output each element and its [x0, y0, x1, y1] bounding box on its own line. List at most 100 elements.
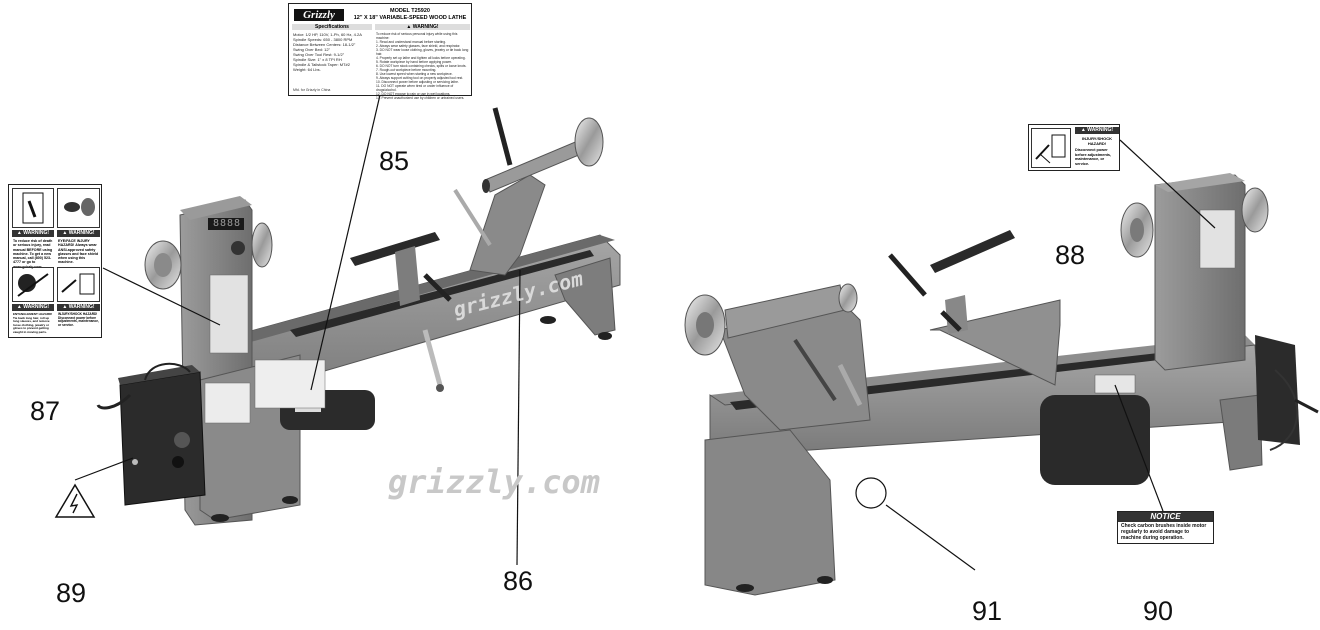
- left-display: [208, 218, 244, 230]
- right-left-leg: [704, 429, 836, 596]
- right-handwheel: [1241, 187, 1269, 233]
- left-tailstock-arm: [453, 188, 492, 247]
- left-power-port: [132, 459, 138, 465]
- right-toolrest-handle: [888, 253, 927, 297]
- warning-line: 11. DO NOT operate when tired or under i…: [376, 84, 454, 92]
- warn-left-head-4-text: WARNING!: [68, 304, 95, 310]
- model-number: MODEL T25920: [390, 8, 430, 14]
- left-toolrest-post: [395, 246, 420, 306]
- right-tailstock-quill: [838, 283, 858, 313]
- safety-glasses-icon: [57, 188, 100, 228]
- warn-left-head-3-text: WARNING!: [23, 304, 50, 310]
- warning-line: To reduce risk of serious personal injur…: [376, 32, 458, 40]
- notice-text: Check carbon brushes inside motor regula…: [1121, 523, 1207, 541]
- leader-86: [516, 269, 521, 566]
- watermark-center: grizzly.com: [388, 463, 600, 501]
- right-headstock: [1154, 174, 1246, 371]
- unplug-icon: [1031, 128, 1071, 168]
- warning-list: To reduce risk of serious personal injur…: [376, 32, 470, 100]
- left-control-box: [119, 371, 206, 506]
- warning-line: 4. Properly set up lathe and tighten all…: [376, 56, 466, 60]
- spec-line: Spindle Speeds: 650 - 3800 RPM: [293, 37, 353, 42]
- unplug-icon: [57, 267, 100, 302]
- speed-display: 8888: [212, 218, 242, 229]
- right-headstock-top: [1155, 173, 1245, 192]
- right-faceplate-hub: [1130, 218, 1144, 242]
- warning-line: 2. Always wear safety glasses, face shie…: [376, 44, 461, 48]
- leader-lines: [74, 94, 1216, 571]
- right-right-leg: [1219, 394, 1263, 471]
- spec-line: Swing Over Bed: 12": [293, 47, 330, 52]
- left-cord-loop: [144, 362, 191, 381]
- left-foot-left: [211, 514, 229, 522]
- warning-label-right: ▲ WARNING! INJURY/SHOCK HAZARD! Disconne…: [1028, 124, 1120, 171]
- spec-line: Weight: 64 Lbs.: [293, 67, 321, 72]
- warning-line: 7. Rough-cut workpiece before mounting.: [376, 68, 437, 72]
- leader-89: [74, 457, 134, 481]
- left-switch2: [172, 456, 184, 468]
- left-tailstock-center: [482, 179, 490, 193]
- warning-line: 3. DO NOT wear loose clothing, gloves, j…: [376, 48, 469, 56]
- left-lock-knob: [436, 384, 444, 392]
- leader-90: [1114, 384, 1164, 512]
- warning-line: 6. DO NOT turn stock containing checks, …: [376, 64, 467, 68]
- left-toolrest: [350, 232, 440, 266]
- warning-line: 8. Use lowest speed when starting a new …: [376, 72, 453, 76]
- right-lathe: [684, 173, 1319, 596]
- right-control-box: [1255, 335, 1300, 445]
- left-lathe: [96, 107, 621, 526]
- spec-line: Swing Over Tool Rest: 9-1/2": [293, 52, 345, 57]
- read-manual-icon: [12, 188, 54, 228]
- right-cord: [1269, 369, 1299, 451]
- plate-warning-heading-text: WARNING!: [412, 24, 439, 30]
- callout-89: 89: [56, 578, 87, 608]
- notice-label: NOTICE Check carbon brushes inside motor…: [1117, 511, 1214, 544]
- warn-left-head-3: ▲ WARNING!: [12, 304, 54, 311]
- callout-90: 90: [1143, 596, 1174, 626]
- left-tailstock-handle: [492, 107, 513, 166]
- warning-line: 13. Prevent unauthorized use by children…: [376, 96, 465, 100]
- warning-line: 12. DO NOT expose to rain or use in wet …: [376, 92, 451, 96]
- left-faceplate: [251, 222, 273, 268]
- callout-91: 91: [972, 596, 1003, 626]
- electrical-hazard-icon: [54, 483, 96, 518]
- warning-label-left: ▲ WARNING! ▲ WARNING! To reduce risk of …: [8, 184, 102, 338]
- id-plate-model: MODEL T25920 12" X 18" VARIABLE-SPEED WO…: [351, 8, 469, 22]
- warning-line: 10. Disconnect power before adjusting or…: [376, 80, 459, 84]
- warn-left-text-4: INJURY/SHOCK HAZARD! Disconnect power be…: [58, 312, 99, 328]
- right-foot-2: [817, 576, 833, 584]
- callout-88: 88: [1055, 240, 1086, 270]
- leader-88: [1119, 139, 1216, 229]
- left-foot-right2: [598, 332, 612, 340]
- spec-line: Spindle & Tailstock Taper: MT#2: [293, 62, 350, 67]
- warn-right-text: Disconnect power before adjustments, mai…: [1075, 148, 1112, 166]
- warn-right-title: INJURY/SHOCK HAZARD!: [1081, 136, 1113, 146]
- right-lock-handle: [940, 310, 962, 332]
- right-tailstock-handle2: [837, 363, 863, 407]
- warn-left-text-1: To reduce risk of death or serious injur…: [13, 239, 53, 269]
- model-title: 12" X 18" VARIABLE-SPEED WOOD LATHE: [353, 15, 467, 21]
- spec-line: Motor: 1/2 HP, 110V, 1-Ph, 60 Hz, 4.2A: [293, 32, 362, 37]
- warn-right-head: ▲ WARNING!: [1075, 127, 1119, 134]
- right-foot-1: [736, 584, 754, 592]
- entanglement-icon: [12, 267, 54, 302]
- leader-warn-left: [102, 267, 221, 326]
- leader-91: [885, 504, 976, 571]
- warn-left-head-2: ▲ WARNING!: [57, 230, 100, 237]
- warning-line: 5. Rotate workpiece by hand before apply…: [376, 60, 452, 64]
- callout-86: 86: [503, 566, 534, 596]
- right-cord-2: [1294, 398, 1319, 414]
- left-toolrest-handle: [423, 273, 452, 302]
- right-toolrest-base: [929, 299, 1061, 386]
- left-handwheel-hub: [154, 253, 172, 277]
- warning-line: 9. Always support cutting tool on proper…: [376, 76, 464, 80]
- id-plate-header: Grizzly MODEL T25920 12" X 18" VARIABLE-…: [291, 6, 469, 22]
- right-toolrest-bar: [930, 230, 1015, 273]
- left-headstock-label: [209, 274, 249, 354]
- notice-heading: NOTICE: [1118, 512, 1213, 522]
- left-power-cord: [96, 393, 132, 410]
- left-foot-left2: [282, 496, 298, 504]
